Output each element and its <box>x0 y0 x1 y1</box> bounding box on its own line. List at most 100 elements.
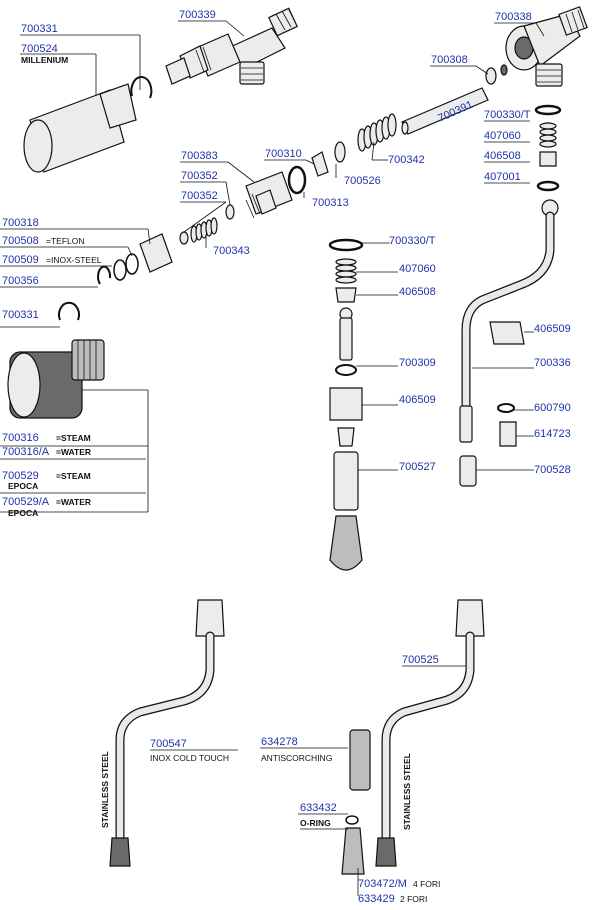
valve-body-700383 <box>245 171 293 219</box>
pipe-700525 <box>375 599 485 867</box>
nut-700318 <box>139 233 173 273</box>
washer-700526 <box>334 141 346 163</box>
label-millenium: MILLENIUM <box>21 55 68 65</box>
label-4-fori: 4 FORI <box>413 879 440 889</box>
label-700330t-top: 700330/T <box>484 109 531 121</box>
spring-407060-mid <box>335 258 357 284</box>
oring-700330t-mid <box>328 238 364 252</box>
nut-700308 <box>485 67 497 85</box>
label-steam-a: =STEAM <box>56 433 91 443</box>
label-inox-steel: =INOX-STEEL <box>46 255 102 265</box>
washer-700509 <box>113 259 127 281</box>
nozzle-614723 <box>499 421 517 447</box>
oring-700330t-top <box>534 104 562 116</box>
clip-700331-top <box>130 76 153 99</box>
tube-700391 <box>401 87 489 135</box>
label-700356: 700356 <box>2 275 39 287</box>
spring-700343 <box>190 217 218 243</box>
label-700342: 700342 <box>388 154 425 166</box>
label-700310: 700310 <box>265 148 302 160</box>
fitting-under-406509 <box>337 427 355 447</box>
tip-700527 <box>329 515 363 571</box>
label-614723: 614723 <box>534 428 571 440</box>
label-epoca-a: EPOCA <box>8 481 38 491</box>
label-406509-mid: 406509 <box>399 394 436 406</box>
label-700330t-mid: 700330/T <box>389 235 436 247</box>
label-700527: 700527 <box>399 461 436 473</box>
label-406508-mid: 406508 <box>399 286 436 298</box>
label-teflon: =TEFLON <box>46 236 85 246</box>
spring-407060-top <box>539 122 557 148</box>
label-700331-top: 700331 <box>21 23 58 35</box>
label-407001: 407001 <box>484 171 521 183</box>
label-stainless-left: STAINLESS STEEL <box>100 751 110 828</box>
label-700336: 700336 <box>534 357 571 369</box>
washer-700508 <box>125 253 139 275</box>
label-407060-mid: 407060 <box>399 263 436 275</box>
label-633429: 633429 <box>358 893 395 905</box>
clip-700356 <box>97 265 112 285</box>
nut-406509-mid <box>329 387 363 421</box>
label-406509-right: 406509 <box>534 323 571 335</box>
label-700524: 700524 <box>21 43 58 55</box>
label-700529: 700529 <box>2 470 39 482</box>
label-700525: 700525 <box>402 654 439 666</box>
label-2-fori: 2 FORI <box>400 894 427 904</box>
label-700339: 700339 <box>179 9 216 21</box>
oring-700313 <box>287 165 307 195</box>
nut-406509-right <box>489 321 525 345</box>
label-steam-b: =STEAM <box>56 471 91 481</box>
label-633432: 633432 <box>300 802 337 814</box>
nozzle-703472m <box>341 827 365 875</box>
knob-700524 <box>23 83 137 173</box>
label-406508-top: 406508 <box>484 150 521 162</box>
label-700508: 700508 <box>2 235 39 247</box>
label-700526: 700526 <box>344 175 381 187</box>
label-700338: 700338 <box>495 11 532 23</box>
washer-700308 <box>500 64 508 76</box>
oring-700309 <box>335 364 357 376</box>
label-600790: 600790 <box>534 402 571 414</box>
oring-600790 <box>497 403 515 413</box>
valve-pin <box>339 307 353 361</box>
seat-406508-mid <box>335 287 357 303</box>
label-634278: 634278 <box>261 736 298 748</box>
sleeve-634278 <box>349 729 371 791</box>
label-oring: O-RING <box>300 818 331 828</box>
label-700313: 700313 <box>312 197 349 209</box>
label-700318: 700318 <box>2 217 39 229</box>
oring-407001 <box>536 180 560 192</box>
spring-700342 <box>357 113 397 152</box>
cone-700310 <box>311 151 329 177</box>
tip-700528 <box>459 455 477 487</box>
label-700547: 700547 <box>150 738 187 750</box>
t-fitting-700339 <box>165 7 298 85</box>
label-700308: 700308 <box>431 54 468 66</box>
label-700352-a: 700352 <box>181 170 218 182</box>
label-water-b: =WATER <box>56 497 91 507</box>
knob-700316 <box>7 339 105 419</box>
label-water-a: =WATER <box>56 447 91 457</box>
sleeve-700527 <box>333 451 359 511</box>
label-antiscorching: ANTISCORCHING <box>261 753 332 763</box>
label-700528: 700528 <box>534 464 571 476</box>
label-700352-b: 700352 <box>181 190 218 202</box>
label-underlines <box>0 458 348 830</box>
label-407060-top: 407060 <box>484 130 521 142</box>
label-inox-cold-touch: INOX COLD TOUCH <box>150 753 229 763</box>
clip-700331-mid <box>58 301 80 321</box>
label-700343: 700343 <box>213 245 250 257</box>
leader-lines <box>0 20 545 896</box>
label-700383: 700383 <box>181 150 218 162</box>
label-epoca-b: EPOCA <box>8 508 38 518</box>
oring-633432 <box>345 815 359 825</box>
label-700316a: 700316/A <box>2 446 50 458</box>
washer-700352-a <box>179 231 189 245</box>
label-700331-mid: 700331 <box>2 309 39 321</box>
washer-700352-b <box>225 204 235 220</box>
pipe-700547 <box>109 599 225 867</box>
label-700309: 700309 <box>399 357 436 369</box>
label-700509: 700509 <box>2 254 39 266</box>
